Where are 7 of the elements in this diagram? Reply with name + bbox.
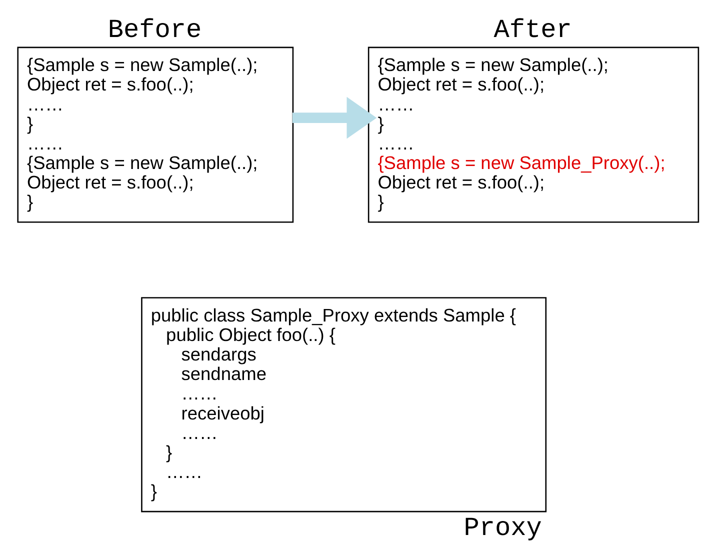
node-box: {Sample s = new Sample(..); Object ret = s.foo(..); …… } …… {Sample s = new Sample_Proxy(..); Object ret = s.foo(..); } [367,46,699,223]
node-label: Proxy [463,513,542,544]
node-box: {Sample s = new Sample(..); Object ret = s.foo(..); …… } …… {Sample s = new Sample(..); Object ret = s.foo(..); } [16,46,294,223]
node-label: Before [107,15,202,45]
node-box: public class Sample_Proxy extends Sample { public Object foo(..) { sendargs sendname …… receiveobj …… } …… } [140,297,546,512]
node-label: After [493,15,572,45]
arrow [292,96,376,139]
